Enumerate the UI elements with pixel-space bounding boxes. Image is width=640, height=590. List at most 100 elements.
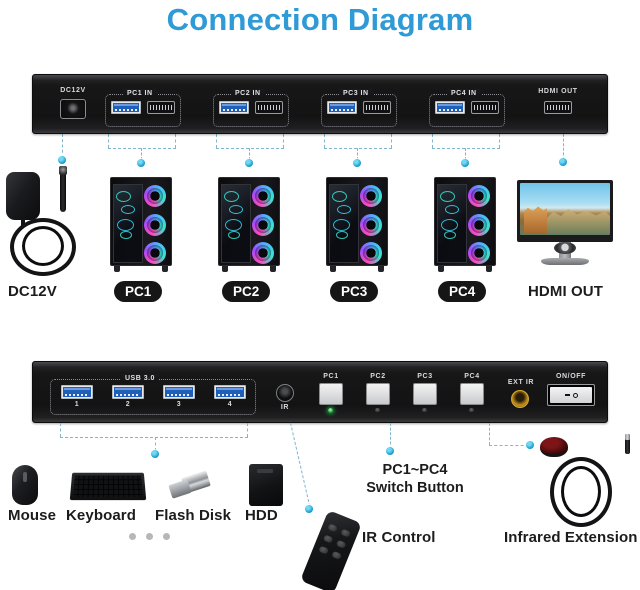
caption-switch-button-line2: Switch Button — [366, 480, 464, 496]
connector-usb-bridge — [60, 437, 248, 438]
connector-pc4-bridge — [432, 148, 500, 149]
usb30-group-label: USB 3.0 — [121, 374, 159, 383]
carousel-dot-1[interactable] — [129, 533, 136, 540]
caption-pc1: PC1 — [114, 281, 163, 302]
switch-button-1-label: PC1 — [323, 373, 339, 380]
ext-ir-jack — [511, 390, 529, 408]
monitor-image — [517, 180, 613, 268]
carousel-dot-3[interactable] — [163, 533, 170, 540]
connector-extir-hline — [489, 445, 529, 446]
caption-mouse: Mouse — [8, 507, 57, 524]
connector-dc12v-line — [62, 134, 63, 158]
usb-port-4-label: 4 — [227, 401, 233, 408]
usb-port-1-label: 1 — [74, 401, 80, 408]
infrared-extension-image — [538, 434, 634, 533]
connector-dc12v-dot — [58, 156, 66, 164]
pc2-tower-image — [218, 177, 280, 272]
ir-label: IR — [280, 404, 290, 411]
dc12v-port-label: DC12V — [60, 87, 86, 94]
switch-button-2-label: PC2 — [370, 373, 386, 380]
connector-usb-dot — [151, 450, 159, 458]
pc4-tower-image — [434, 177, 496, 272]
mouse-image — [12, 465, 38, 505]
power-adapter-image — [4, 166, 82, 278]
connector-switch-button-dot — [386, 447, 394, 455]
ir-receiver-window — [276, 384, 294, 402]
switch-button-3-label: PC3 — [417, 373, 433, 380]
caption-pc4: PC4 — [438, 281, 487, 302]
connector-pc1-drop — [141, 148, 142, 160]
caption-pc3: PC3 — [330, 281, 379, 302]
connector-ir-control-line — [290, 422, 311, 507]
pc2-in-hdmi-port — [255, 101, 283, 114]
connector-usb-left — [60, 423, 61, 437]
caption-switch-button-line1: PC1~PC4 — [382, 462, 448, 478]
connector-pc1-dot — [137, 159, 145, 167]
pc1-in-hdmi-port — [147, 101, 175, 114]
hdmi-out-port-label: HDMI OUT — [538, 88, 578, 95]
connector-pc2-left — [216, 134, 217, 148]
pc3-in-hdmi-port — [363, 101, 391, 114]
pc3-tower-image — [326, 177, 388, 272]
power-switch[interactable] — [547, 384, 595, 406]
switch-button-4[interactable] — [460, 383, 484, 405]
connector-pc3-drop — [357, 148, 358, 160]
caption-ir-control: IR Control — [362, 529, 436, 546]
pc4-in-usb-port — [435, 101, 465, 114]
connector-hdmiout-dot — [559, 158, 567, 166]
kvm-front-panel: USB 3.0 1 2 3 4 IR PC1 PC2 PC3 PC4 EXT I… — [32, 361, 608, 423]
usb-port-2-label: 2 — [125, 401, 131, 408]
connector-pc1-left — [108, 134, 109, 148]
kvm-rear-panel: DC12V PC1 IN PC2 IN PC3 IN PC4 IN HDMI O… — [32, 74, 608, 134]
connector-pc2-dot — [245, 159, 253, 167]
pc4-in-group-label: PC4 IN — [447, 89, 481, 98]
flash-disk-image — [168, 470, 211, 504]
switch-button-1-led — [328, 408, 333, 413]
usb-port-2 — [112, 385, 144, 399]
hdmi-out-port — [544, 101, 572, 114]
connector-switch-button-line — [390, 423, 391, 449]
usb-port-4 — [214, 385, 246, 399]
pc1-in-group-label: PC1 IN — [123, 89, 157, 98]
ext-ir-label: EXT IR — [507, 379, 535, 386]
keyboard-image — [69, 472, 147, 501]
caption-hdd: HDD — [245, 507, 278, 524]
connector-pc4-dot — [461, 159, 469, 167]
connector-usb-right — [247, 423, 248, 437]
pc3-in-group-label: PC3 IN — [339, 89, 373, 98]
carousel-dots[interactable] — [129, 533, 170, 540]
switch-button-2[interactable] — [366, 383, 390, 405]
switch-button-1[interactable] — [319, 383, 343, 405]
pc2-in-usb-port — [219, 101, 249, 114]
caption-flash-disk: Flash Disk — [155, 507, 232, 524]
connector-pc3-right — [391, 134, 392, 148]
switch-button-4-label: PC4 — [464, 373, 480, 380]
connector-pc3-left — [324, 134, 325, 148]
connector-pc4-left — [432, 134, 433, 148]
pc1-tower-image — [110, 177, 172, 272]
usb-port-1 — [61, 385, 93, 399]
connector-pc1-bridge — [108, 148, 176, 149]
usb-port-3 — [163, 385, 195, 399]
caption-infrared-extension: Infrared Extension — [504, 529, 638, 546]
ir-remote-image — [300, 510, 362, 590]
connector-extir-dot — [526, 441, 534, 449]
connector-extir-vline — [489, 423, 490, 445]
connector-pc3-dot — [353, 159, 361, 167]
usb-port-3-label: 3 — [176, 401, 182, 408]
pc1-in-usb-port — [111, 101, 141, 114]
connector-pc3-bridge — [324, 148, 392, 149]
connector-ir-control-dot — [305, 505, 313, 513]
connector-pc1-right — [175, 134, 176, 148]
caption-pc2: PC2 — [222, 281, 271, 302]
switch-button-3-led — [422, 408, 427, 412]
pc3-in-usb-port — [327, 101, 357, 114]
hdd-image — [249, 464, 283, 506]
switch-button-3[interactable] — [413, 383, 437, 405]
connector-pc2-drop — [249, 148, 250, 160]
power-switch-label: ON/OFF — [555, 373, 587, 380]
connector-hdmiout-line — [563, 134, 564, 160]
switch-button-2-led — [375, 408, 380, 412]
carousel-dot-2[interactable] — [146, 533, 153, 540]
